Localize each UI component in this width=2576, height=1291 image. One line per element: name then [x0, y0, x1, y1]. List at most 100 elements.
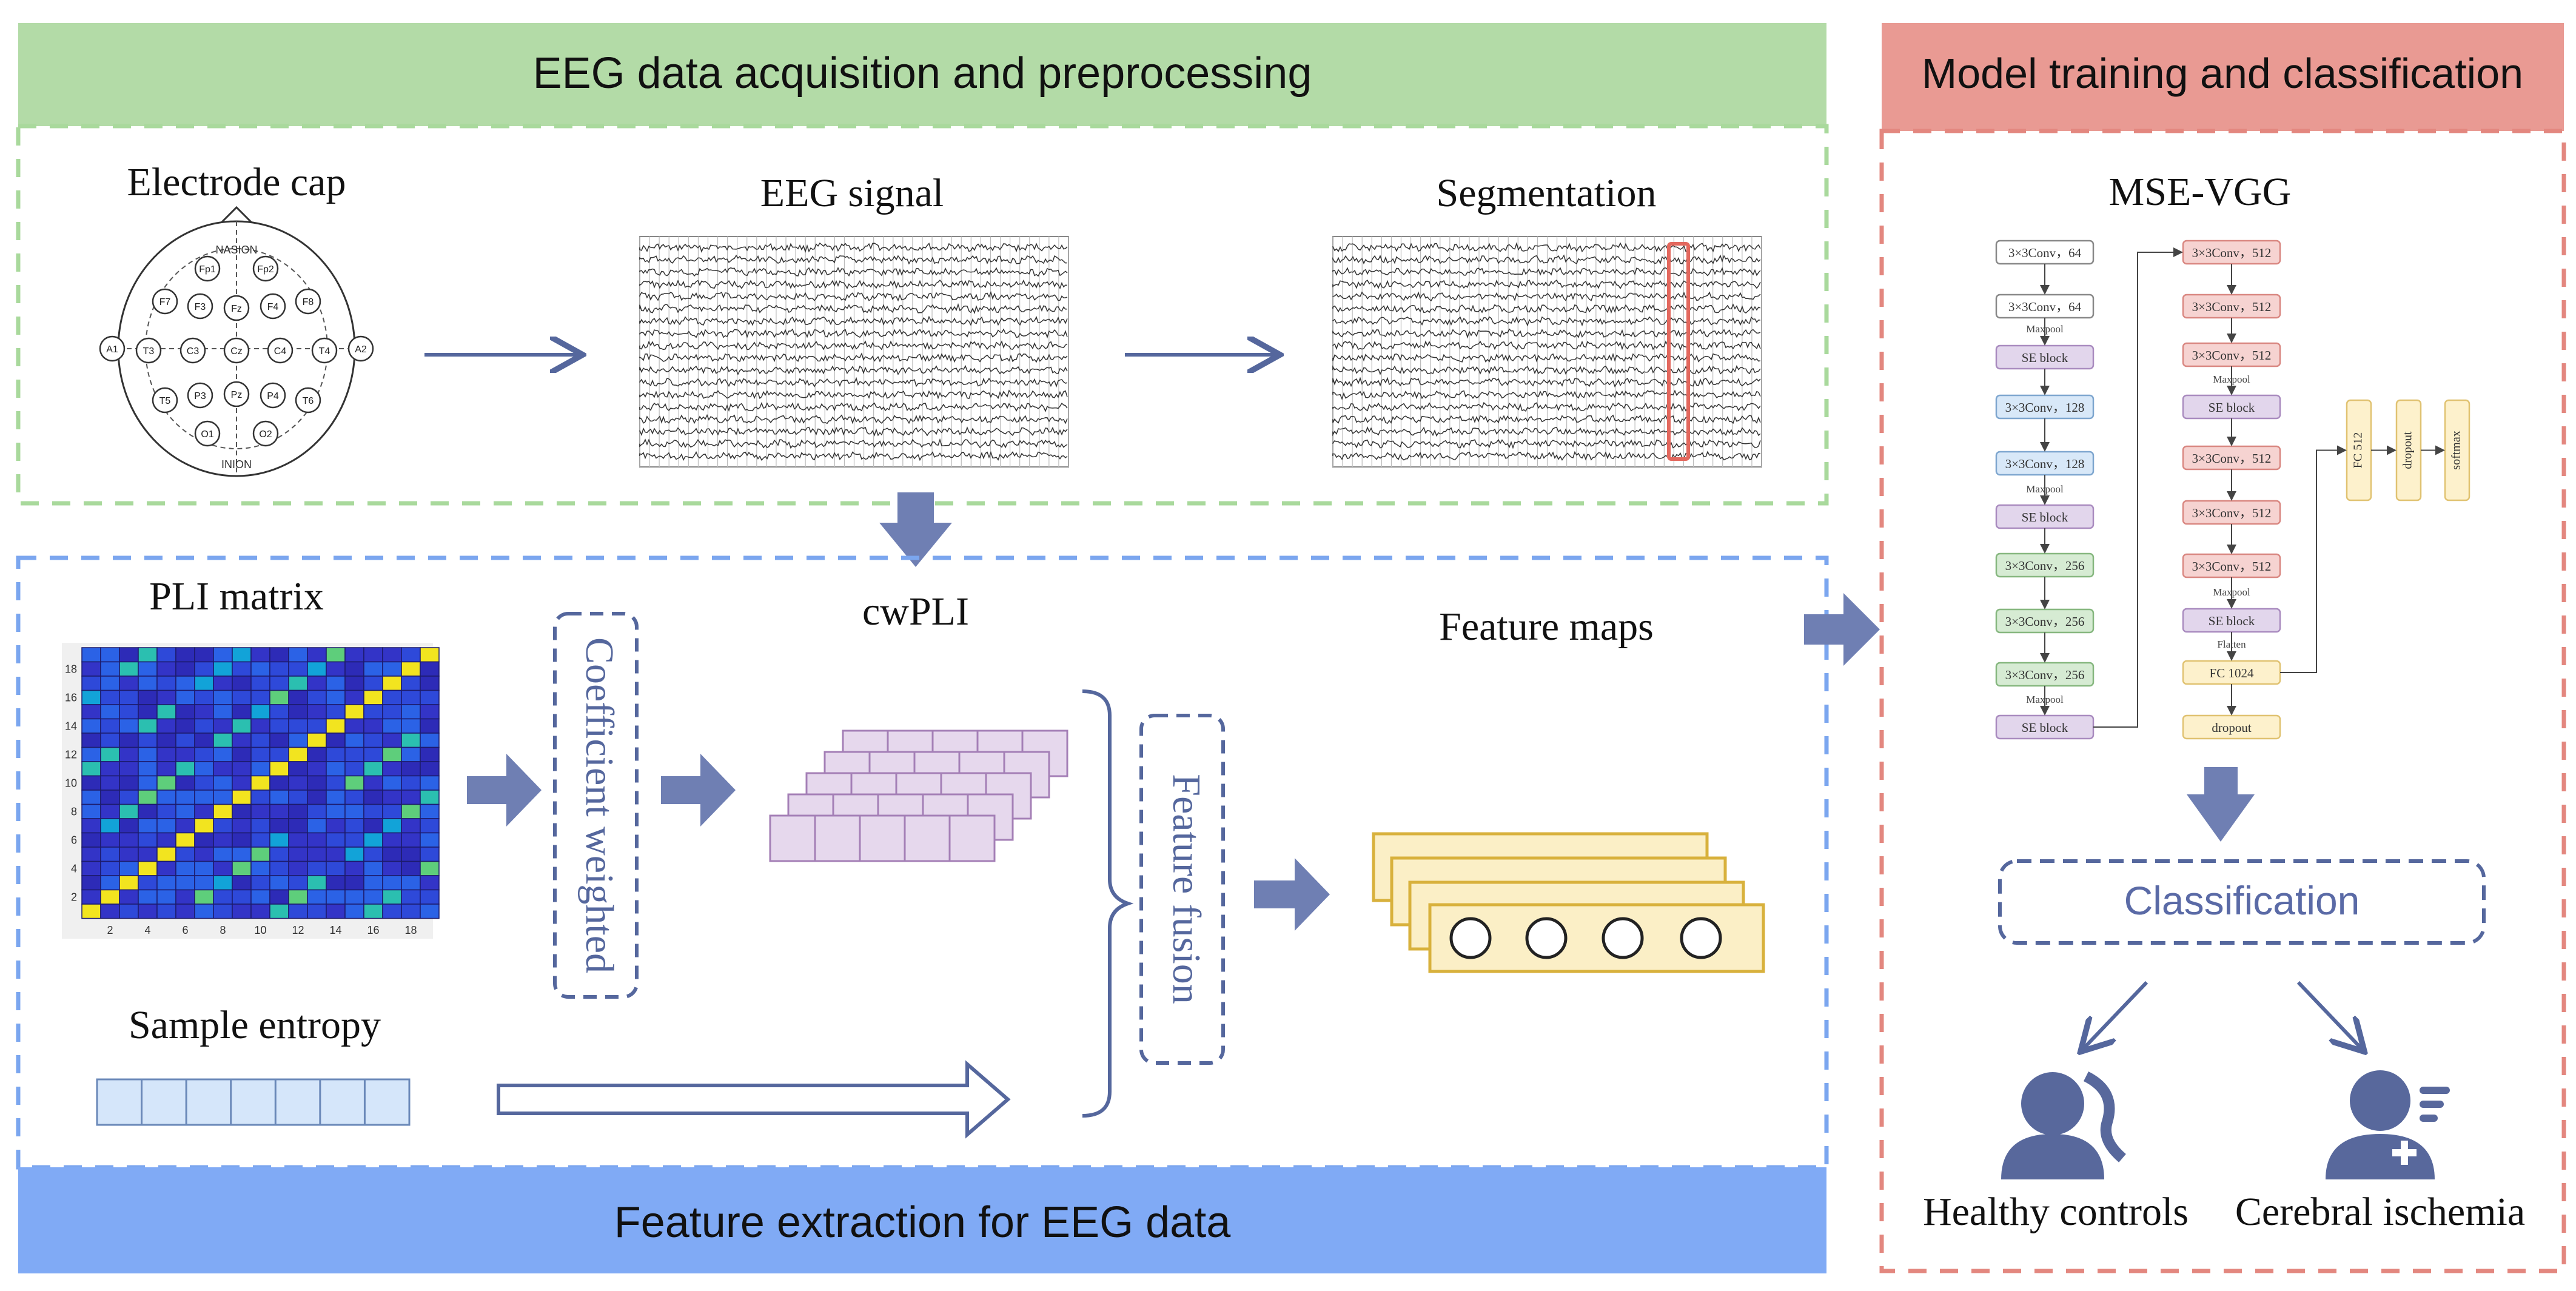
pli-cell: [401, 889, 421, 905]
pli-cell: [288, 847, 308, 862]
pli-cell: [401, 746, 421, 762]
extraction-title: Feature extraction for EEG data: [614, 1198, 1231, 1247]
pli-cell: [119, 889, 139, 905]
pli-cell: [119, 775, 139, 791]
pli-cell: [81, 818, 101, 834]
pli-cell: [250, 860, 270, 876]
block-arrow-pli-to-weighted: [467, 754, 542, 827]
pli-cell: [269, 818, 289, 834]
pli-cell: [81, 704, 101, 720]
block-arrow-down-to-extraction: [879, 492, 952, 567]
pli-cell: [288, 790, 308, 805]
svg-text:O1: O1: [201, 429, 213, 440]
pli-cell: [382, 676, 402, 691]
vgg-layer-b-4: 3×3Conv，512: [2182, 445, 2281, 471]
pli-cell: [175, 889, 195, 905]
pli-cell: [156, 875, 176, 891]
pli-cell: [194, 847, 214, 862]
pli-cell: [250, 790, 270, 805]
pli-cell: [138, 790, 158, 805]
extraction-footer-bar: [18, 1167, 1826, 1273]
pli-cell: [382, 746, 402, 762]
pli-cell: [363, 875, 383, 891]
pli-cell: [194, 746, 214, 762]
pli-cell: [326, 847, 346, 862]
pli-cell: [269, 733, 289, 748]
pli-cell: [344, 647, 364, 663]
pli-cell: [401, 775, 421, 791]
pli-cell: [138, 832, 158, 848]
pli-cell: [420, 718, 440, 734]
pli-cell: [420, 775, 440, 791]
pli-cell: [232, 803, 252, 819]
electrode-t5: T5: [152, 387, 178, 414]
pli-cell: [81, 689, 101, 705]
pli-cell: [213, 847, 233, 862]
vgg-layer-a-1: 3×3Conv，64: [1995, 293, 2095, 319]
pli-cell: [194, 676, 214, 691]
pli-cell: [401, 647, 421, 663]
pli-cell: [100, 818, 120, 834]
pli-cell: [326, 860, 346, 876]
pli-cell: [194, 875, 214, 891]
pli-xtick: 16: [367, 924, 379, 936]
pli-cell: [326, 689, 346, 705]
pli-cell: [81, 790, 101, 805]
pli-cell: [100, 761, 120, 777]
vgg-layer-a-4: 3×3Conv，128: [1995, 451, 2095, 476]
pli-cell: [363, 718, 383, 734]
vgg-layer-b-0: 3×3Conv，512: [2182, 240, 2281, 265]
svg-text:3×3Conv，512: 3×3Conv，512: [2192, 451, 2272, 466]
pli-cell: [326, 832, 346, 848]
electrode-f3: F3: [187, 293, 213, 320]
maxpool-label: Maxpool: [2026, 694, 2064, 705]
pli-cell: [363, 790, 383, 805]
classification-label: Classification: [2124, 878, 2360, 923]
acquisition-dashed-frame: [16, 124, 1829, 506]
pli-cell: [307, 847, 327, 862]
pli-cell: [363, 832, 383, 848]
pli-cell: [382, 661, 402, 677]
vgg-layer-b-3: SE block: [2182, 394, 2281, 420]
svg-text:O2: O2: [259, 429, 272, 440]
pli-xtick: 12: [292, 924, 304, 936]
pli-cell: [232, 775, 252, 791]
pli-cell: [213, 761, 233, 777]
pli-cell: [232, 860, 252, 876]
pli-cell: [250, 889, 270, 905]
pli-cell: [326, 775, 346, 791]
pli-cell: [138, 860, 158, 876]
svg-text:Fp2: Fp2: [257, 264, 274, 275]
pli-cell: [288, 832, 308, 848]
pli-cell: [213, 704, 233, 720]
pli-cell: [363, 746, 383, 762]
svg-text:3×3Conv，128: 3×3Conv，128: [2005, 400, 2085, 415]
pli-cell: [138, 889, 158, 905]
sample-entropy-vector: [96, 1078, 411, 1126]
pli-cell: [420, 761, 440, 777]
coefficient-weighted-label: Coefficient weighted: [577, 637, 622, 973]
pli-cell: [232, 889, 252, 905]
pli-cell: [344, 803, 364, 819]
pli-cell: [119, 647, 139, 663]
svg-text:Cz: Cz: [230, 346, 243, 357]
pli-cell: [175, 718, 195, 734]
pli-cell: [288, 676, 308, 691]
pli-cell: [269, 860, 289, 876]
pli-cell: [288, 875, 308, 891]
pli-cell: [119, 689, 139, 705]
pli-cell: [175, 818, 195, 834]
pli-cell: [156, 661, 176, 677]
extraction-section: Feature extraction for EEG data PLI matr…: [16, 555, 1829, 1273]
pli-cell: [156, 904, 176, 919]
pli-cell: [119, 746, 139, 762]
pli-cell: [138, 676, 158, 691]
pli-cell: [344, 746, 364, 762]
electrode-f8: F8: [295, 288, 321, 315]
pli-cell: [81, 718, 101, 734]
pli-cell: [344, 904, 364, 919]
pli-cell: [420, 704, 440, 720]
pli-cell: [420, 733, 440, 748]
pli-cell: [344, 661, 364, 677]
svg-text:3×3Conv，64: 3×3Conv，64: [2008, 300, 2082, 314]
